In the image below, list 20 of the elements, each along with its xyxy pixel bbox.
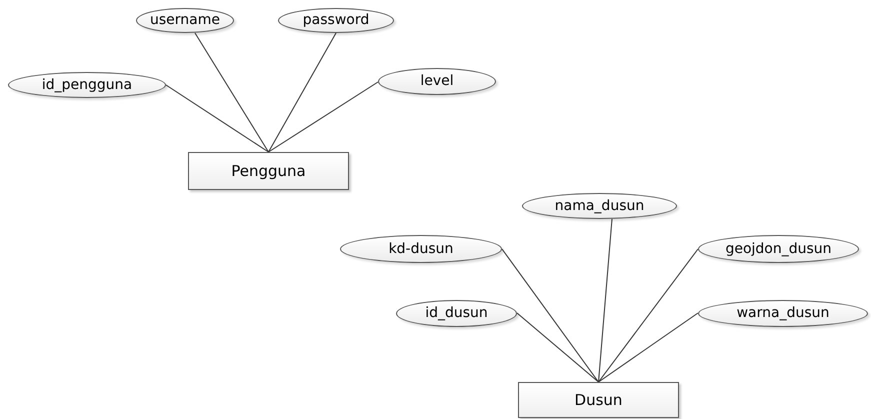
connector-line — [194, 32, 269, 152]
attribute-ellipse: geojdon_dusun — [698, 235, 859, 263]
connector-line — [166, 84, 269, 152]
entity-box: Dusun — [518, 382, 679, 418]
connector-line — [502, 248, 599, 382]
attribute-ellipse: level — [378, 68, 496, 95]
connector-line — [598, 248, 698, 382]
connector-line — [598, 218, 612, 382]
connector-line — [598, 312, 698, 382]
attribute-ellipse: nama_dusun — [522, 193, 677, 219]
connector-line — [268, 82, 378, 152]
attribute-ellipse: password — [278, 8, 394, 33]
attribute-ellipse: username — [136, 8, 234, 33]
entity-box: Pengguna — [188, 152, 349, 190]
connector-line — [268, 32, 336, 152]
attribute-ellipse: id_dusun — [396, 300, 517, 327]
attribute-ellipse: kd-dusun — [340, 235, 502, 263]
attribute-ellipse: warna_dusun — [698, 300, 868, 327]
attribute-ellipse: id_pengguna — [8, 72, 166, 98]
connector-line — [516, 312, 599, 382]
